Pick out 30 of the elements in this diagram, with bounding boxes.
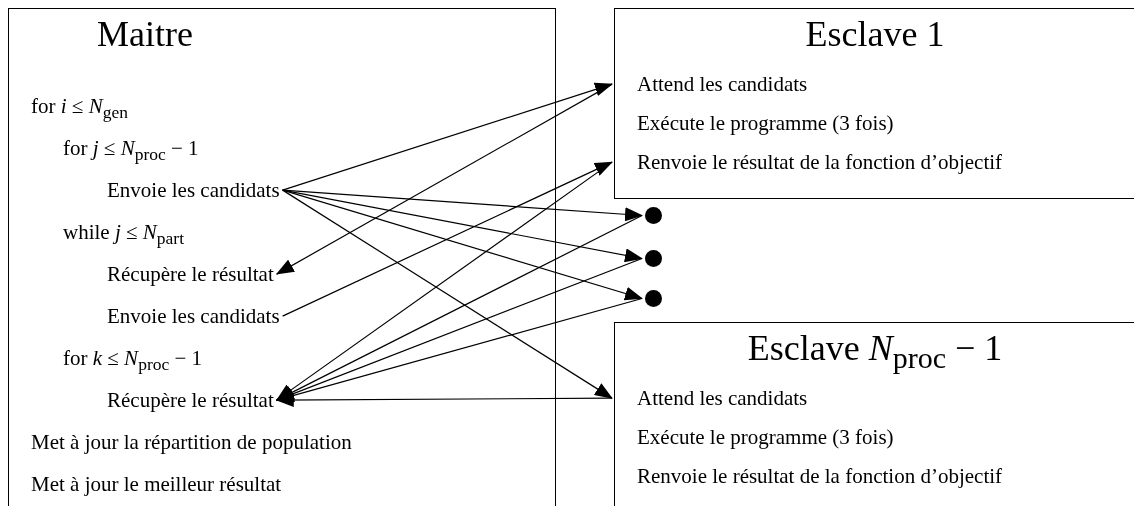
code-line: Attend les candidats: [615, 385, 808, 412]
panel-title: Esclave 1: [804, 13, 946, 56]
arrow: [282, 189, 643, 301]
process-panel: [8, 8, 556, 506]
code-line: Attend les candidats: [615, 71, 808, 98]
code-line: Renvoie le résultat de la fonction d’objectif: [615, 463, 1003, 490]
code-line: for i ≤ N$_{gen}$: [31, 93, 128, 125]
code-line: Renvoie le résultat de la fonction d’objectif: [615, 149, 1003, 176]
code-line: Met à jour la répartition de population: [31, 429, 352, 456]
code-line: Exécute le programme (3 fois): [615, 424, 894, 451]
code-line: Met à jour le meilleur résultat: [31, 471, 282, 498]
ellipsis-dot: [645, 290, 662, 307]
code-line: Exécute le programme (3 fois): [615, 110, 894, 137]
arrow: [282, 82, 613, 191]
arrow: [275, 393, 613, 407]
code-line: Récupère le résultat: [107, 387, 274, 414]
arrow: [275, 83, 613, 275]
code-line: Récupère le résultat: [107, 261, 274, 288]
ellipsis-dot: [645, 207, 662, 224]
panel-title: Maitre: [97, 13, 193, 56]
code-line: while j ≤ N$_{part}$: [63, 219, 184, 251]
arrow: [275, 297, 643, 403]
code-line: for k ≤ N$_{proc}$ − 1: [63, 345, 203, 377]
arrow: [282, 161, 613, 317]
ellipsis-dot: [645, 250, 662, 267]
panel-title: Esclave N$_{proc}$ − 1: [746, 327, 1004, 377]
code-line: Envoie les candidats: [107, 177, 280, 204]
code-line: Envoie les candidats: [107, 303, 280, 330]
process-panel: [614, 322, 1134, 506]
process-panel: [614, 8, 1134, 199]
